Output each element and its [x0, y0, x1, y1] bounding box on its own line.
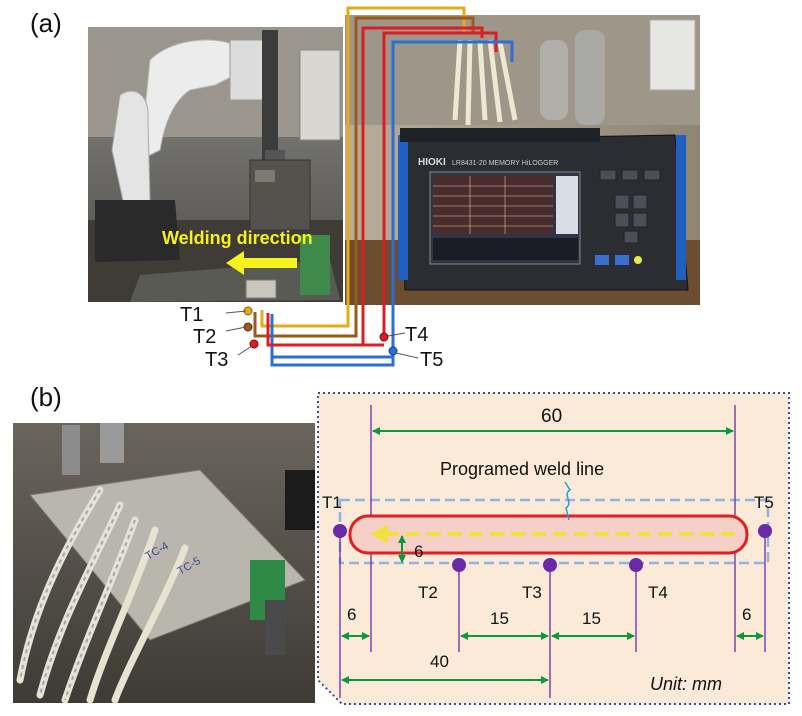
schematic: Programed weld line 60 6 6 15 15 6 40 — [317, 392, 790, 705]
logger-photo: HIOKI LR8431-20 MEMORY HiLOGGER — [345, 15, 700, 305]
thermocouple-markers-a — [225, 306, 419, 359]
label-t3-b: T3 — [522, 583, 542, 602]
thermocouple-marker-t1 — [333, 524, 347, 538]
label-t4-b: T4 — [648, 583, 668, 602]
dim-t3-t4-label: 15 — [582, 609, 601, 628]
wire-t2 — [253, 16, 475, 338]
dim-left-edge-label: 6 — [347, 605, 356, 624]
label-t1-b: T1 — [322, 493, 342, 512]
label-t3-a: T3 — [205, 349, 228, 371]
wire-t3 — [266, 26, 484, 347]
label-t2-b: T2 — [418, 583, 438, 602]
weld-bead — [348, 514, 749, 555]
label-t5-a: T5 — [420, 349, 443, 371]
panel-label-a: (a) — [30, 8, 62, 38]
dim-offset-label: 6 — [414, 542, 423, 561]
wire-t1 — [260, 6, 466, 328]
thermocouple-marker-t3 — [543, 558, 557, 572]
thermocouple-marker-t2 — [452, 558, 466, 572]
thermocouple-marker-t5 — [758, 524, 772, 538]
label-t2-a: T2 — [193, 326, 216, 348]
label-t5-b: T5 — [754, 493, 774, 512]
label-t4-a: T4 — [405, 324, 428, 346]
specimen-photo: TC-4 TC-5 — [13, 423, 315, 704]
weld-direction-arrowhead — [370, 525, 388, 543]
dim-right-edge-label: 6 — [742, 605, 751, 624]
welding-direction-label: Welding direction — [162, 228, 313, 248]
label-t1-a: T1 — [180, 304, 203, 326]
dim-t1-t3-label: 40 — [430, 652, 449, 671]
weld-line-pointer — [564, 481, 572, 521]
panel-label-b: (b) — [30, 382, 62, 412]
dim-top-span-label: 60 — [541, 406, 562, 427]
logger-model: LR8431-20 MEMORY HiLOGGER — [452, 160, 558, 167]
dim-t2-t3-label: 15 — [490, 609, 509, 628]
robot-photo: Welding direction — [88, 27, 343, 302]
logger-brand: HIOKI — [418, 157, 446, 168]
unit-label: Unit: mm — [650, 674, 722, 694]
welding-direction-arrow — [226, 251, 244, 275]
weld-line-label: Programed weld line — [440, 459, 604, 479]
thermocouple-marker-t4 — [629, 558, 643, 572]
thermocouple-wires — [253, 6, 514, 367]
